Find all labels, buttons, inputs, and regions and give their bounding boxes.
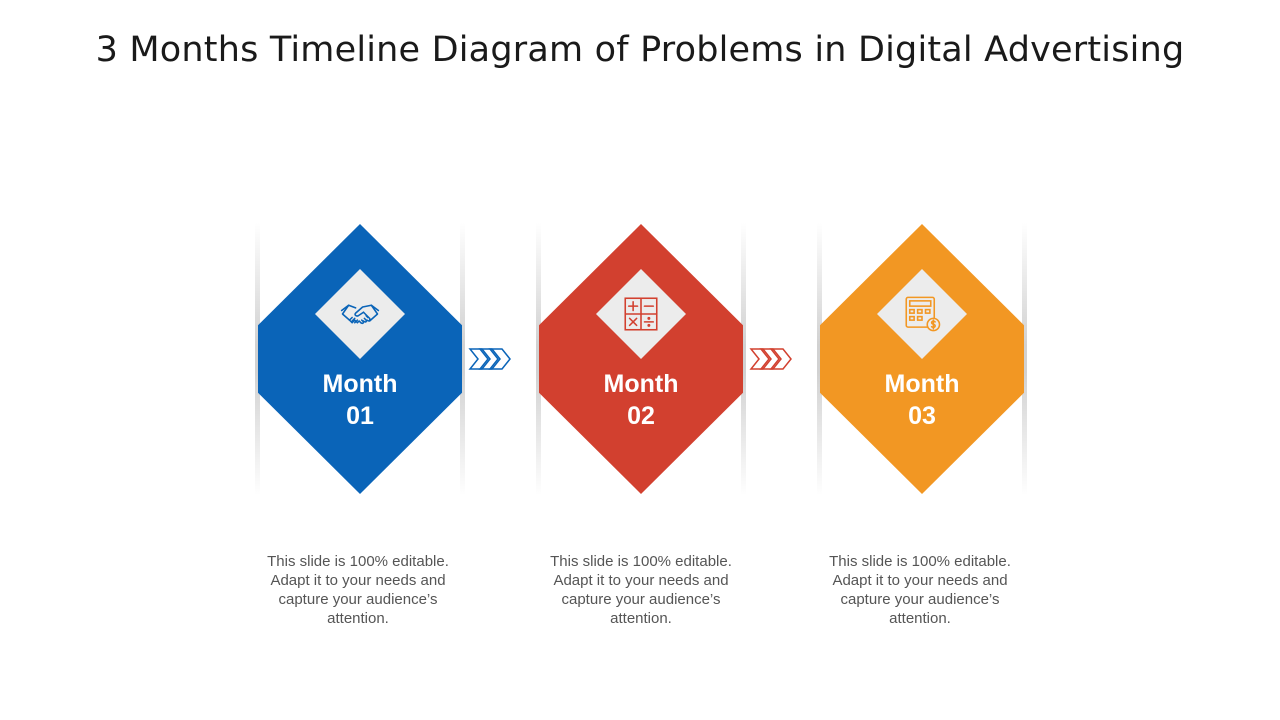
step-label: Month 01 — [322, 370, 398, 430]
slide-title: 3 Months Timeline Diagram of Problems in… — [95, 30, 1185, 70]
handshake-icon — [340, 304, 380, 325]
calculator-icon — [905, 296, 941, 332]
timeline-step-month-02: Month 02 — [536, 222, 746, 496]
divider-bar — [255, 222, 260, 496]
divider-bar — [536, 222, 541, 496]
step-description-month-02: This slide is 100% editable. Adapt it to… — [550, 553, 732, 627]
chevrons-right-icon — [468, 348, 511, 370]
timeline-step-month-03: Month 03 — [817, 222, 1027, 496]
divider-bar — [460, 222, 465, 496]
step-diamond — [820, 224, 1024, 494]
math-operations-icon — [624, 297, 658, 331]
step-description-month-03: This slide is 100% editable. Adapt it to… — [829, 553, 1011, 627]
timeline-step-month-01: Month 01 — [255, 222, 465, 496]
divider-bar — [1022, 222, 1027, 496]
step-diamond — [539, 224, 743, 494]
step-label: Month 02 — [603, 370, 679, 430]
step-diamond — [258, 224, 462, 494]
divider-bar — [817, 222, 822, 496]
chevrons-right-icon — [749, 348, 792, 370]
step-label: Month 03 — [884, 370, 960, 430]
step-description-month-01: This slide is 100% editable. Adapt it to… — [267, 553, 449, 627]
divider-bar — [741, 222, 746, 496]
